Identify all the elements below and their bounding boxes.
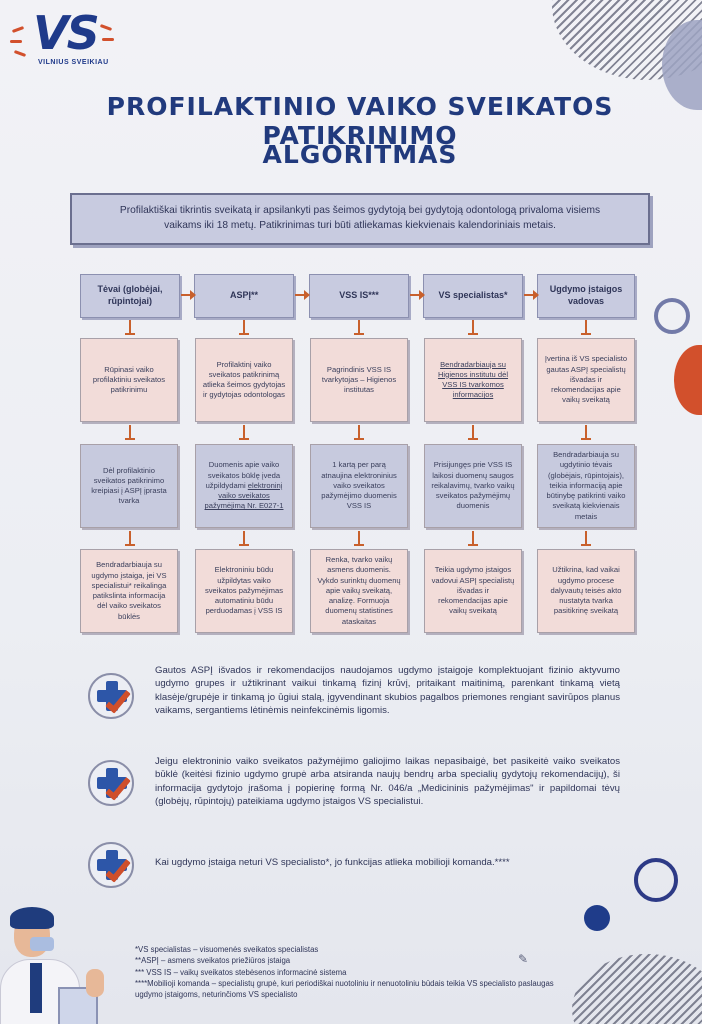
medical-check-icon [88, 842, 146, 890]
step-box: Pagrindinis VSS IS tvarkytojas – Higieno… [310, 338, 408, 422]
decorative-half-circle [674, 345, 702, 415]
connector [239, 320, 249, 335]
step-text-part: Duomenis apie vaiko sveikatos būklę įved… [205, 460, 281, 490]
step-box: Rūpinasi vaiko profilaktiniu sveikatos p… [80, 338, 178, 422]
step-box: Prisijungęs prie VSS IS laikosi duomenų … [424, 444, 522, 528]
connector [239, 425, 249, 440]
footnote: **ASPĮ – asmens sveikatos priežiūros įst… [135, 956, 291, 966]
logo: VS VILNIUS SVEIKIAU [8, 4, 118, 74]
footnotes: *VS specialistas – visuomenės sveikatos … [135, 944, 575, 1000]
connector [354, 531, 364, 546]
medical-check-icon [88, 673, 146, 721]
connector [468, 320, 478, 335]
medical-check-icon [88, 760, 146, 808]
doctor-illustration [0, 905, 120, 1024]
step-box: Įvertina iš VS specialisto gautas ASPĮ s… [537, 338, 635, 422]
info-paragraph: Gautos ASPĮ išvados ir rekomendacijos na… [155, 665, 620, 717]
step-box: 1 kartą per parą atnaujina elektroninius… [310, 444, 408, 528]
connector [354, 425, 364, 440]
step-box: Užtikrina, kad vaikai ugdymo procese dal… [537, 549, 635, 633]
logo-ray [11, 26, 25, 33]
info-paragraph: Jeigu elektroninio vaiko sveikatos pažym… [155, 756, 620, 808]
connector [581, 425, 591, 440]
footnote: *** VSS IS – vaikų sveikatos stebėsenos … [135, 967, 347, 977]
connector [125, 320, 135, 335]
flow-arrow [295, 290, 310, 300]
page-title-line-2: ALGORITMAS [262, 140, 458, 169]
pen-icon: ✎ [518, 952, 529, 966]
page-title: PROFILAKTINIO VAIKO SVEIKATOS PATIKRINIM… [106, 92, 614, 150]
info-paragraph: Kai ugdymo įstaiga neturi VS specialisto… [155, 857, 510, 868]
column-header-aspi: ASPĮ** [194, 274, 294, 318]
column-header-vs-specialist: VS specialistas* [423, 274, 523, 318]
footnote: *VS specialistas – visuomenės sveikatos … [135, 945, 319, 954]
connector [239, 531, 249, 546]
step-text: Duomenis apie vaiko sveikatos būklę įved… [202, 460, 286, 511]
step-box: Dėl profilaktinio sveikatos patikrinimo … [80, 444, 178, 528]
connector [125, 531, 135, 546]
step-box: Bendradarbiauja su Higienos institutu dė… [424, 338, 522, 422]
step-box: Duomenis apie vaiko sveikatos būklę įved… [195, 444, 293, 528]
step-box: Bendradarbiauja su ugdymo įstaiga, jei V… [80, 549, 178, 633]
connector [125, 425, 135, 440]
decorative-stripes [572, 954, 702, 1024]
step-box: Elektroniniu būdu užpildytas vaiko sveik… [195, 549, 293, 633]
flow-arrow [524, 290, 539, 300]
connector [581, 531, 591, 546]
connector [468, 425, 478, 440]
decorative-dot [584, 905, 610, 931]
form-link-text: elektroninį vaiko sveikatos pažymėjimą N… [204, 480, 284, 511]
flow-arrow [181, 290, 196, 300]
logo-ray [10, 40, 22, 43]
logo-ray [99, 24, 113, 31]
connector [581, 320, 591, 335]
step-box: Profilaktinį vaiko sveikatos patikrinimą… [195, 338, 293, 422]
footnote: ****Mobilioji komanda – specialistų grup… [135, 978, 554, 1000]
logo-ray [102, 38, 114, 41]
column-header-school-head: Ugdymo įstaigos vadovas [537, 274, 635, 318]
decorative-ring [654, 298, 690, 334]
step-box: Renka, tvarko vaikų asmens duomenis. Vyk… [310, 549, 408, 633]
decorative-ring [634, 858, 678, 902]
logo-ray [13, 50, 27, 57]
column-header-vss-is: VSS IS*** [309, 274, 409, 318]
step-text: Bendradarbiauja su Higienos institutu dė… [437, 359, 509, 400]
intro-banner: Profilaktiškai tikrintis sveikatą ir aps… [70, 193, 650, 245]
column-header-parents: Tėvai (globėjai, rūpintojai) [80, 274, 180, 318]
connector [468, 531, 478, 546]
step-box: Teikia ugdymo įstaigos vadovui ASPĮ spec… [424, 549, 522, 633]
flow-arrow [410, 290, 425, 300]
logo-subtitle: VILNIUS SVEIKIAU [38, 59, 109, 66]
connector [354, 320, 364, 335]
step-box: Bendradarbiauja su ugdytinio tėvais (glo… [537, 444, 635, 528]
logo-mark: VS [33, 6, 100, 60]
